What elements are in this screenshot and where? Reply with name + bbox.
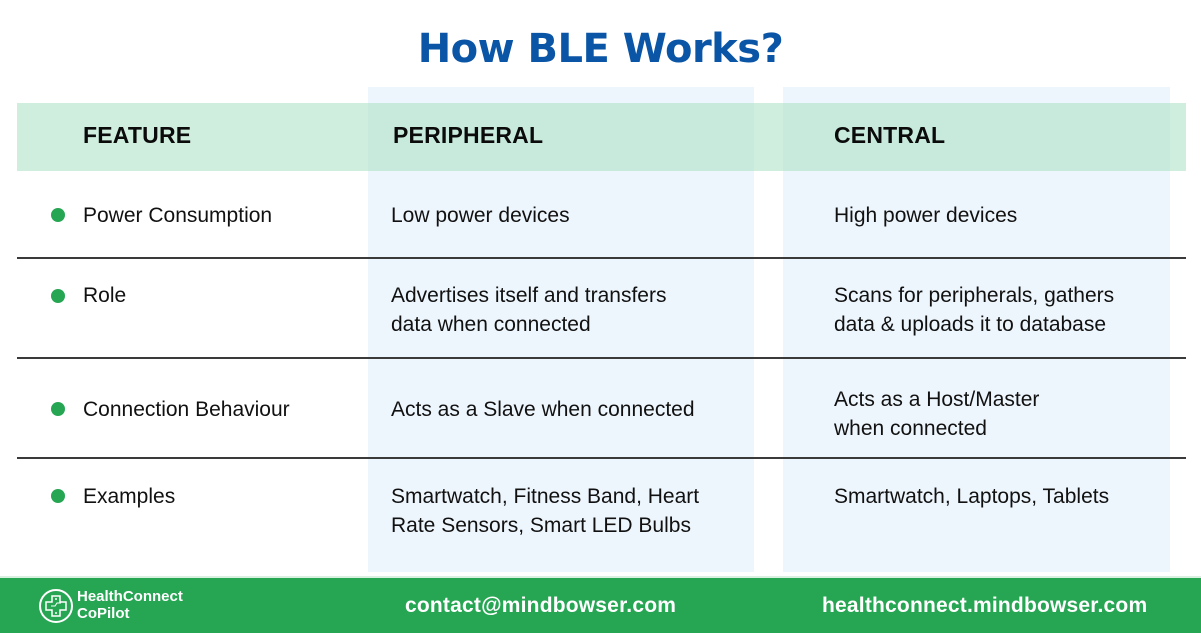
peripheral-line: Rate Sensors, Smart LED Bulbs — [391, 514, 691, 537]
central-cell: Scans for peripherals, gathers data & up… — [834, 281, 1114, 339]
row-divider — [17, 357, 1186, 359]
feature-cell: Role — [83, 284, 127, 307]
brand-name: HealthConnect CoPilot — [77, 588, 183, 622]
feature-cell: Connection Behaviour — [83, 398, 290, 421]
row-divider — [17, 457, 1186, 459]
row-divider — [17, 257, 1186, 259]
peripheral-line: Low power devices — [391, 204, 570, 227]
medical-cross-circuit-icon — [39, 589, 73, 623]
central-cell: High power devices — [834, 201, 1017, 230]
feature-cell: Examples — [83, 485, 176, 508]
peripheral-cell: Advertises itself and transfers data whe… — [391, 281, 666, 339]
central-line: Scans for peripherals, gathers — [834, 284, 1115, 307]
central-cell: Smartwatch, Laptops, Tablets — [834, 482, 1109, 511]
central-cell: Acts as a Host/Master when connected — [834, 385, 1039, 443]
central-line: when connected — [834, 417, 987, 440]
header-peripheral: PERIPHERAL — [393, 122, 544, 148]
brand-line-1: HealthConnect — [77, 588, 183, 605]
bullet-icon — [51, 289, 65, 303]
page-title: How BLE Works? — [417, 26, 784, 72]
website-link[interactable]: healthconnect.mindbowser.com — [822, 594, 1148, 617]
central-line: High power devices — [834, 204, 1018, 227]
central-line: Acts as a Host/Master — [834, 388, 1040, 411]
peripheral-line: Acts as a Slave when connected — [391, 398, 695, 421]
peripheral-line: Smartwatch, Fitness Band, Heart — [391, 485, 700, 508]
contact-email-link[interactable]: contact@mindbowser.com — [405, 594, 677, 617]
peripheral-line: Advertises itself and transfers — [391, 284, 667, 307]
peripheral-line: data when connected — [391, 313, 591, 336]
header-central: CENTRAL — [834, 122, 946, 148]
central-line: Smartwatch, Laptops, Tablets — [834, 485, 1110, 508]
brand-line-2: CoPilot — [77, 605, 130, 622]
bullet-icon — [51, 402, 65, 416]
footer: HealthConnect CoPilot contact@mindbowser… — [0, 576, 1201, 633]
bullet-icon — [51, 208, 65, 222]
peripheral-cell: Acts as a Slave when connected — [391, 395, 695, 424]
central-line: data & uploads it to database — [834, 313, 1107, 336]
bullet-icon — [51, 489, 65, 503]
feature-cell: Power Consumption — [83, 204, 273, 227]
peripheral-cell: Smartwatch, Fitness Band, Heart Rate Sen… — [391, 482, 699, 540]
table-header-band — [17, 103, 1186, 171]
peripheral-cell: Low power devices — [391, 201, 570, 230]
header-feature: FEATURE — [83, 122, 192, 148]
